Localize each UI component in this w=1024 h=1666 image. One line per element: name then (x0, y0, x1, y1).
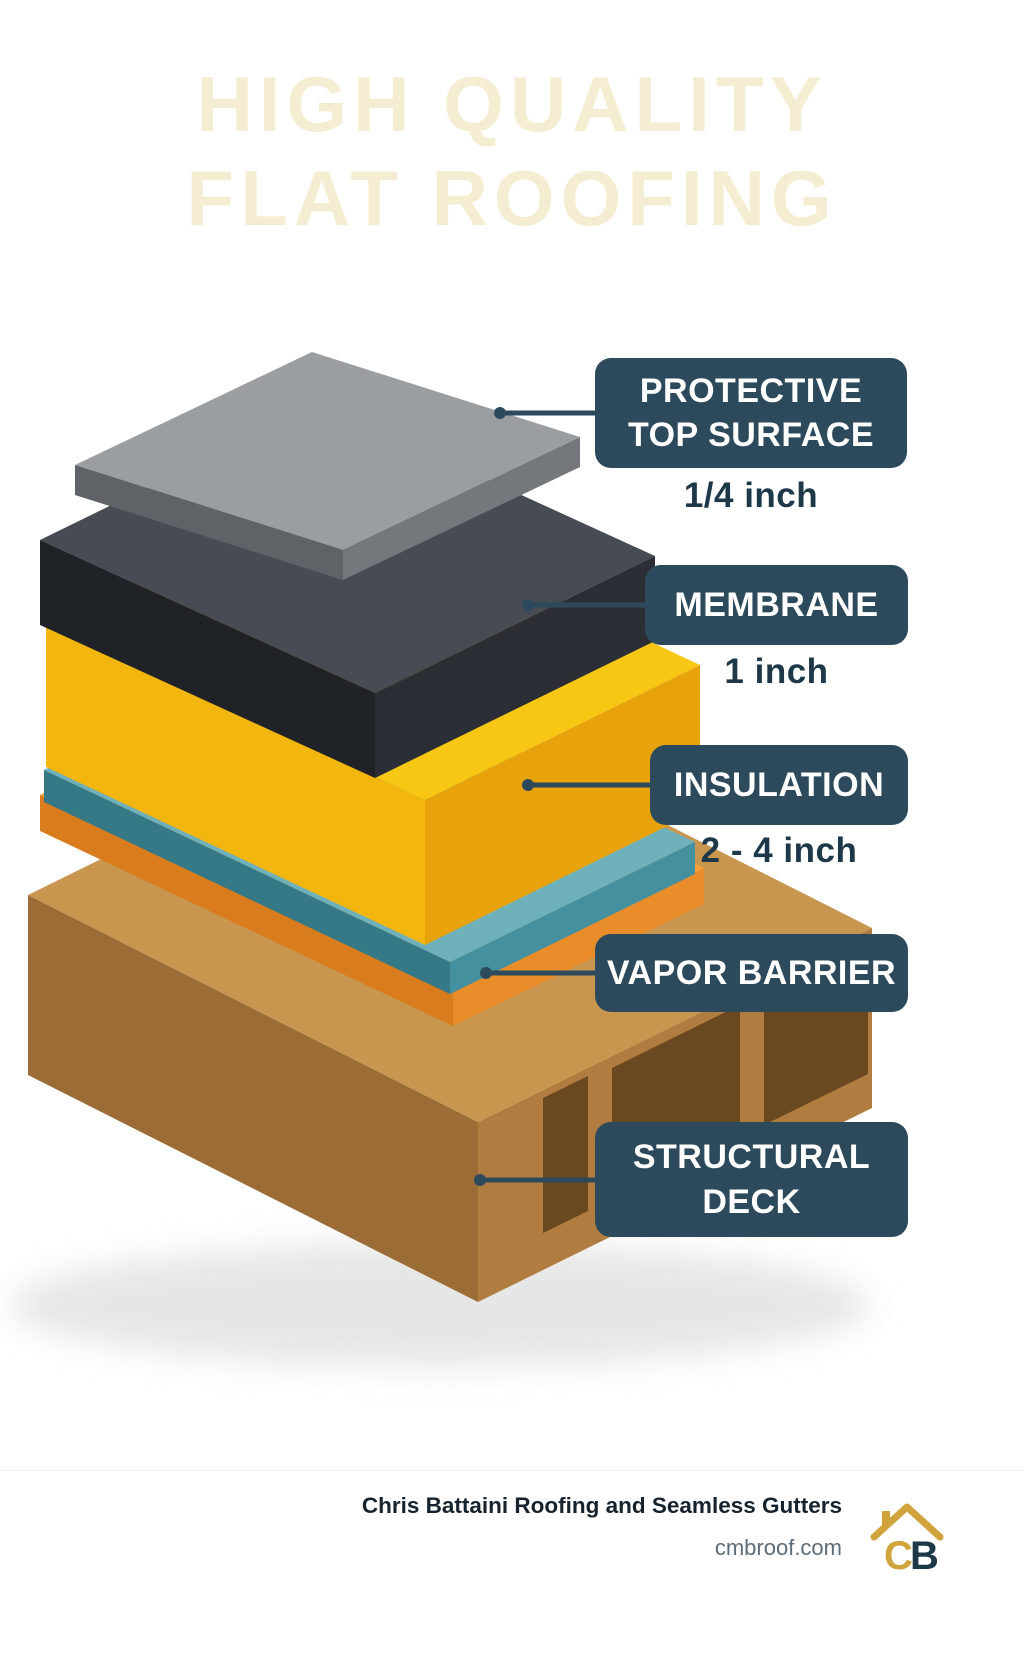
measurement-insulation: 2 - 4 inch (700, 831, 858, 870)
surface-top-face (75, 352, 580, 550)
callout-structural-deck-line-1: STRUCTURAL (632, 1138, 871, 1177)
callout-vapor-barrier: VAPOR BARRIER (595, 934, 908, 1012)
underlayment-right-face (453, 868, 704, 1026)
leader-lines (474, 407, 665, 1186)
leader-dot-membrane (522, 599, 534, 611)
callout-protective-line-2: TOP SURFACE (627, 416, 875, 454)
footer-text: Chris Battaini Roofing and Seamless Gutt… (362, 1493, 842, 1561)
title-line-1: HIGH QUALITY (196, 60, 828, 148)
title-line-2: FLAT ROOFING (186, 153, 838, 242)
ground-shadow (10, 1243, 870, 1367)
leader-dot-structural-deck (474, 1174, 486, 1186)
protective-top-surface-layer (75, 352, 580, 580)
logo-letter-b: B (910, 1534, 939, 1577)
callout-structural-deck: STRUCTURAL DECK (595, 1122, 908, 1237)
surface-right-face (343, 437, 580, 580)
leader-dot-vapor-barrier (480, 967, 492, 979)
leader-dot-insulation (522, 779, 534, 791)
measurement-membrane: 1 inch (724, 652, 829, 691)
measurement-protective-top-surface: 1/4 inch (683, 476, 819, 515)
underlayment-left-face (40, 795, 453, 1026)
page-title: HIGH QUALITY FLAT ROOFING (0, 58, 1024, 245)
company-logo: C B (870, 1503, 944, 1577)
footer: Chris Battaini Roofing and Seamless Gutt… (0, 1470, 1024, 1666)
vapor-barrier-left-face (44, 770, 450, 994)
deck-left-face (28, 895, 478, 1302)
callout-protective-line-1: PROTECTIVE (639, 371, 863, 410)
company-name: Chris Battaini Roofing and Seamless Gutt… (361, 1493, 842, 1518)
deck-hole-1 (543, 1076, 588, 1233)
logo-letter-c: C (884, 1534, 913, 1577)
surface-left-face (75, 465, 343, 580)
callout-insulation-line-1: INSULATION (673, 765, 885, 804)
insulation-left-face (46, 622, 425, 945)
callout-membrane-line-1: MEMBRANE (674, 585, 879, 624)
callout-insulation: INSULATION (650, 745, 908, 825)
callout-vapor-barrier-line-1: VAPOR BARRIER (606, 953, 897, 992)
logo-chimney-icon (882, 1511, 890, 1525)
logo-roof-icon (870, 1503, 944, 1541)
callout-membrane: MEMBRANE (645, 565, 908, 645)
callout-structural-deck-line-2: DECK (702, 1182, 801, 1221)
membrane-left-face (40, 540, 375, 778)
callout-protective-top-surface: PROTECTIVE TOP SURFACE (595, 358, 907, 468)
membrane-right-face (375, 556, 655, 778)
insulation-right-face (425, 665, 700, 945)
leader-dot-protective-top-surface (494, 407, 506, 419)
website-url: cmbroof.com (714, 1535, 842, 1560)
vapor-barrier-right-face (450, 842, 695, 994)
